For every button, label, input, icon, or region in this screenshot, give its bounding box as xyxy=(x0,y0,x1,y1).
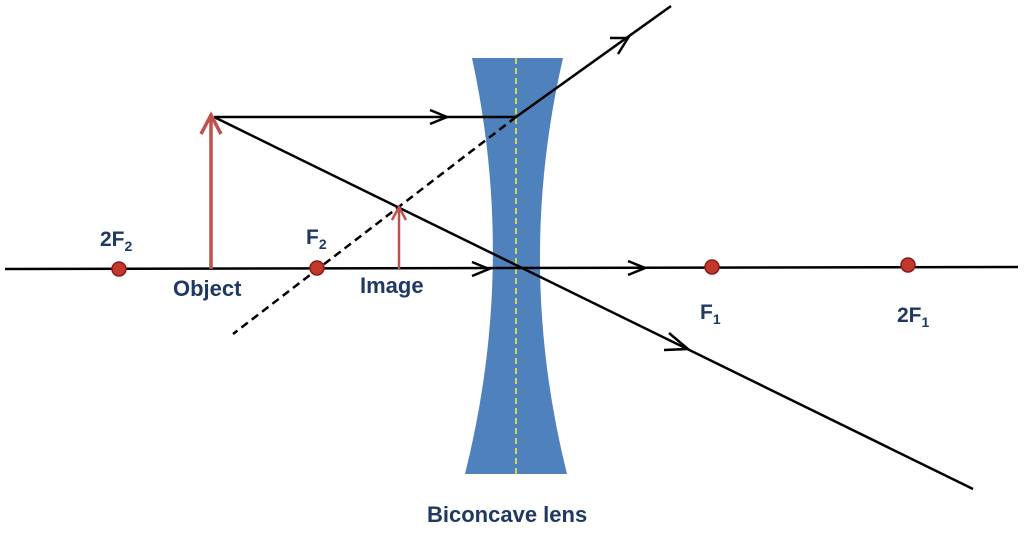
principal-axis xyxy=(4,265,1019,271)
label-2f1: 2F1 xyxy=(897,304,930,330)
object-arrow-head xyxy=(199,111,223,135)
image-arrow-head xyxy=(390,204,408,221)
central-ray-arrow xyxy=(663,332,692,352)
label-f2: F2 xyxy=(306,226,327,252)
label-lens: Biconcave lens xyxy=(427,502,587,527)
diverging-ray xyxy=(515,4,672,119)
axis-arrow-right xyxy=(627,259,649,277)
label-2f2: 2F2 xyxy=(100,228,133,254)
point-2f2 xyxy=(111,261,127,277)
virtual-ray-extension xyxy=(232,116,517,335)
label-image: Image xyxy=(360,273,424,298)
axis-arrow-left xyxy=(471,260,493,278)
point-f2 xyxy=(309,260,325,276)
label-f1: F1 xyxy=(700,301,721,327)
point-f1 xyxy=(704,259,720,275)
point-2f1 xyxy=(900,257,916,273)
parallel-ray-arrow xyxy=(429,108,451,126)
central-ray xyxy=(213,115,974,491)
label-object: Object xyxy=(173,276,242,301)
diverging-ray-arrow xyxy=(610,36,631,55)
